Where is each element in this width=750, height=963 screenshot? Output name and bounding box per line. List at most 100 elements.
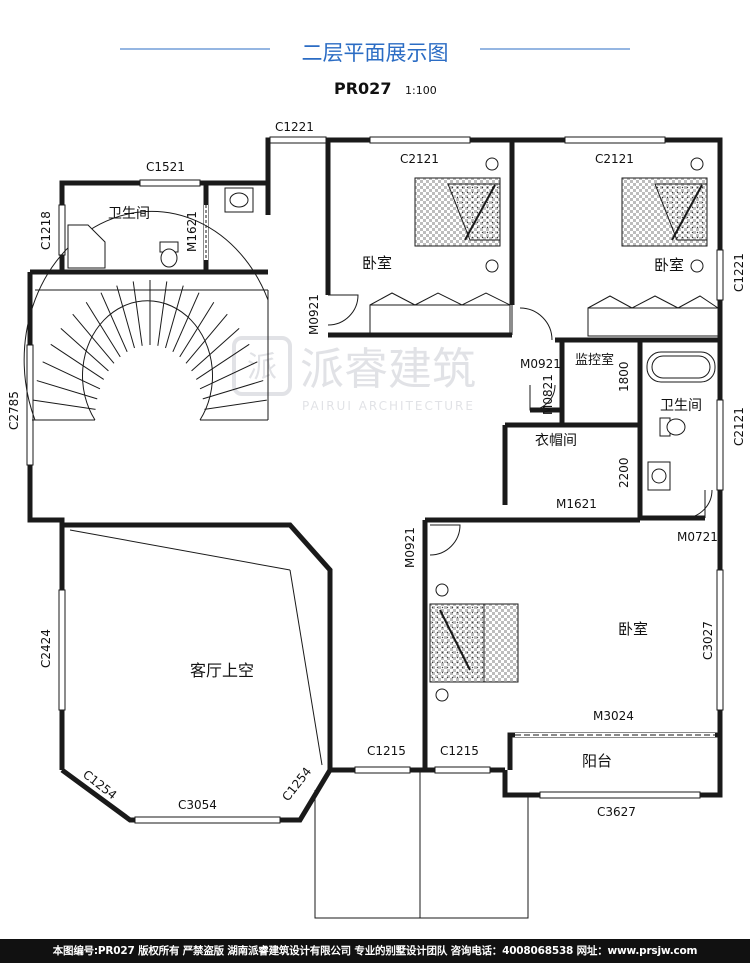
label-c1521: C1521 xyxy=(146,160,185,174)
label-d2200: 2200 xyxy=(617,457,631,488)
stair-tread xyxy=(42,361,101,390)
stair-tread xyxy=(199,361,258,390)
stair-outer-arc xyxy=(23,210,269,421)
label-c2785: C2785 xyxy=(7,391,21,430)
room-bathroom-e: 卫生间 xyxy=(660,398,702,414)
toilet-2-bowl-icon xyxy=(666,418,686,436)
door-m0821 xyxy=(529,384,556,411)
watermark-brand-cn: 派睿建筑 xyxy=(300,344,476,395)
stair-tread xyxy=(132,281,143,346)
room-monitor: 监控室 xyxy=(575,352,614,368)
label-m1621-b: M1621 xyxy=(556,497,597,511)
label-c1215-a: C1215 xyxy=(367,744,406,758)
window-c1218 xyxy=(58,204,66,256)
room-living-void: 客厅上空 xyxy=(190,661,254,680)
room-bedroom-2: 卧室 xyxy=(654,256,684,274)
label-c1254-b: C1254 xyxy=(279,765,314,804)
window-c1221-right xyxy=(716,249,724,301)
wardrobe-1 xyxy=(369,304,511,334)
stair-tread xyxy=(50,343,105,380)
shower-icon xyxy=(67,224,106,269)
label-c1215-b: C1215 xyxy=(440,744,479,758)
label-c3627: C3627 xyxy=(597,805,636,819)
label-m3024: M3024 xyxy=(593,709,634,723)
window-c2121-right xyxy=(716,399,724,491)
door-m0921-c xyxy=(429,524,461,556)
label-m0721: M0721 xyxy=(677,530,718,544)
bed-3 xyxy=(429,583,519,702)
label-c1221-top: C1221 xyxy=(275,120,314,134)
room-bedroom-3: 卧室 xyxy=(618,620,648,638)
porch-outline xyxy=(314,790,529,919)
door-m0921-b xyxy=(511,305,553,341)
label-c2424: C2424 xyxy=(39,629,53,668)
stair-tread xyxy=(191,327,240,372)
label-c2121-right: C2121 xyxy=(732,407,746,446)
stair-tread xyxy=(116,285,135,349)
label-c1221-right: C1221 xyxy=(732,253,746,292)
doors xyxy=(204,205,715,737)
window-c3054 xyxy=(134,816,281,824)
label-m0921-c: M0921 xyxy=(403,527,417,568)
label-c2121-b: C2121 xyxy=(595,152,634,166)
label-c1218: C1218 xyxy=(39,211,53,250)
stair-tread xyxy=(179,301,215,358)
label-c2121-a: C2121 xyxy=(400,152,439,166)
toilet-bowl-icon xyxy=(160,248,178,268)
stair-tread xyxy=(60,327,109,372)
window-c1221-top xyxy=(269,136,327,144)
room-cloakroom: 衣帽间 xyxy=(535,433,577,449)
window-c2424 xyxy=(58,589,66,711)
plan-scale: 1:100 xyxy=(405,84,437,97)
void-line-1 xyxy=(69,529,291,571)
label-m1621-a: M1621 xyxy=(185,211,199,252)
window-c2121-b xyxy=(564,136,666,144)
label-m0821: M0821 xyxy=(541,374,555,415)
room-bathroom-nw: 卫生间 xyxy=(108,206,150,222)
stair-tread xyxy=(157,281,168,346)
room-balcony: 阳台 xyxy=(582,752,612,770)
stair-tread xyxy=(72,313,115,364)
stair-tread xyxy=(100,292,128,352)
bath-fixtures xyxy=(67,187,716,491)
wall-west xyxy=(27,272,65,770)
room-bedroom-1: 卧室 xyxy=(362,254,392,272)
wardrobes xyxy=(369,292,719,337)
window-c1521 xyxy=(139,179,201,187)
porch xyxy=(314,770,529,919)
window-c3627 xyxy=(539,791,701,799)
stair-tread xyxy=(202,380,264,400)
page-title: 二层平面展示图 xyxy=(302,41,449,65)
window-c2121-a xyxy=(369,136,471,144)
watermark-logo xyxy=(232,336,292,396)
stair-tread xyxy=(36,380,98,400)
stair-treads xyxy=(32,280,268,421)
void-line-2 xyxy=(289,569,323,766)
window-c3027 xyxy=(716,569,724,711)
footer-banner: 本图编号:PR027 版权所有 严禁盗版 湖南派睿建筑设计有限公司 专业的别墅设… xyxy=(0,939,750,963)
window-c1215-a xyxy=(354,766,411,774)
window-c1215-b xyxy=(434,766,491,774)
living-void xyxy=(62,522,333,770)
label-m0921-b: M0921 xyxy=(520,357,561,371)
watermark-logo-mark: 派 xyxy=(247,350,277,385)
door-m0921-a xyxy=(327,294,359,326)
watermark: 派 派睿建筑 PAIRUI ARCHITECTURE xyxy=(232,336,476,413)
spiral-staircase xyxy=(23,210,269,421)
wardrobe-2 xyxy=(587,307,719,337)
label-d1800: 1800 xyxy=(617,361,631,392)
label-m0921-a: M0921 xyxy=(307,294,321,335)
door-m0721 xyxy=(683,489,713,519)
label-c3027: C3027 xyxy=(701,621,715,660)
stair-tread xyxy=(195,343,250,380)
void-edge xyxy=(62,522,333,770)
stair-tread xyxy=(185,313,228,364)
wall-balcony xyxy=(502,732,723,798)
header: 二层平面展示图 PR027 1:100 xyxy=(120,41,630,98)
stair-tread xyxy=(85,301,121,358)
label-c3054: C3054 xyxy=(178,798,217,812)
bed-2 xyxy=(621,157,708,273)
room-labels: 卫生间 卧室 卧室 监控室 卫生间 衣帽间 卧室 客厅上空 阳台 xyxy=(108,206,702,770)
stair-tread xyxy=(165,285,184,349)
